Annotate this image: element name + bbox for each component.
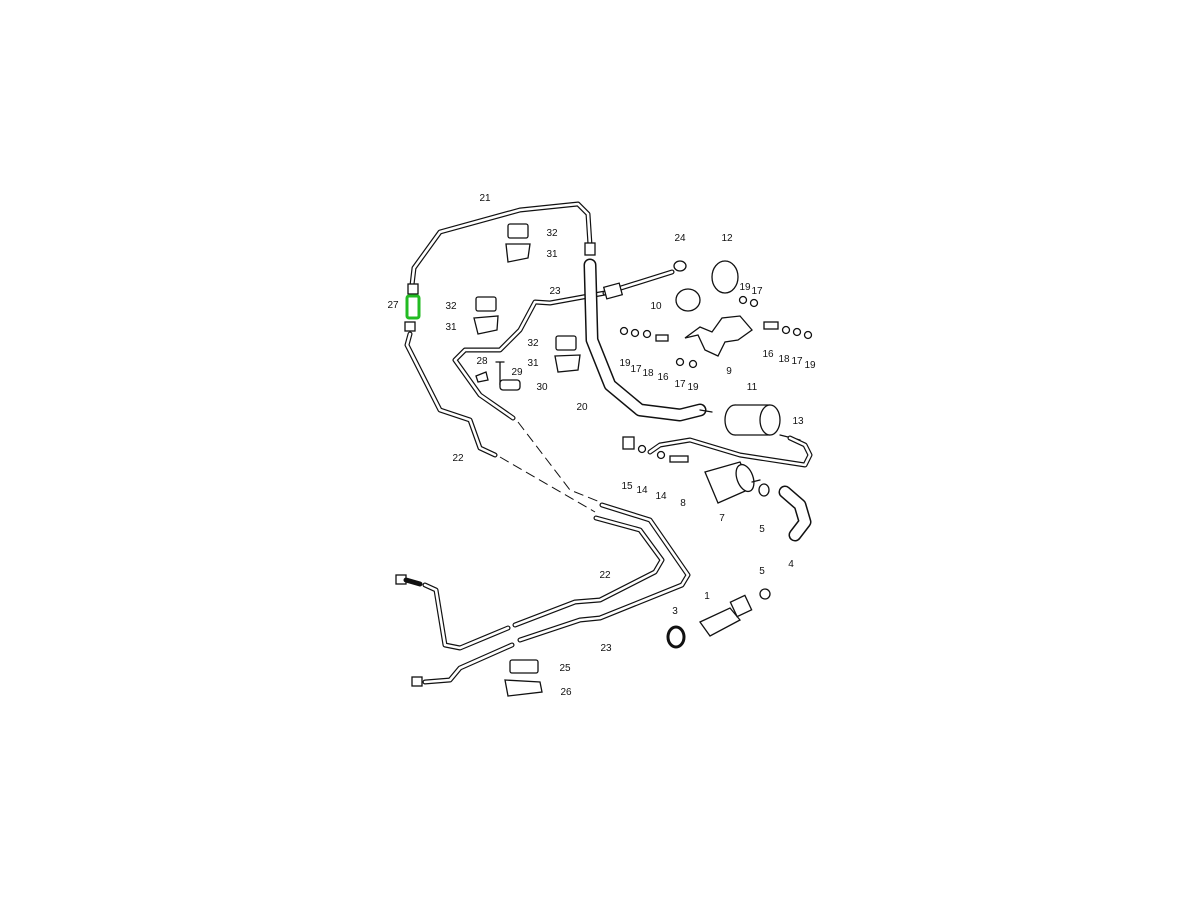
clamp-12[interactable]: [711, 260, 739, 294]
callout-31[interactable]: 31: [546, 249, 558, 260]
callout-28[interactable]: 28: [476, 356, 488, 367]
callout-9[interactable]: 9: [726, 366, 732, 377]
callout-17[interactable]: 17: [674, 379, 686, 390]
fuel-pump-7[interactable]: [704, 461, 761, 504]
callout-19[interactable]: 19: [804, 360, 816, 371]
callout-31[interactable]: 31: [445, 322, 457, 333]
clamp-5[interactable]: [758, 483, 770, 497]
callout-32[interactable]: 32: [527, 338, 539, 349]
small-hardware: [619, 295, 813, 463]
callout-16[interactable]: 16: [762, 349, 774, 360]
callout-18[interactable]: 18: [778, 354, 790, 365]
callout-11[interactable]: 11: [747, 382, 758, 393]
clamp-5b[interactable]: [759, 588, 771, 600]
callout-29[interactable]: 29: [511, 367, 523, 378]
callout-20[interactable]: 20: [576, 402, 588, 413]
callout-31[interactable]: 31: [527, 358, 539, 369]
clip-25[interactable]: [509, 659, 539, 674]
callout-17[interactable]: 17: [791, 356, 803, 367]
callout-21[interactable]: 21: [479, 193, 491, 204]
callout-13[interactable]: 13: [792, 416, 804, 427]
callout-8[interactable]: 8: [680, 498, 686, 509]
callout-5[interactable]: 5: [759, 524, 765, 535]
callout-32[interactable]: 32: [445, 301, 457, 312]
callout-17[interactable]: 17: [630, 364, 642, 375]
callout-30[interactable]: 30: [536, 382, 548, 393]
clip-31[interactable]: [505, 243, 531, 263]
fuel-line-21[interactable]: [407, 201, 596, 295]
callout-12[interactable]: 12: [721, 233, 733, 244]
callout-22[interactable]: 22: [599, 570, 611, 581]
callout-25[interactable]: 25: [559, 663, 571, 674]
callout-14[interactable]: 14: [655, 491, 667, 502]
clamp-24[interactable]: [673, 260, 687, 272]
seal-3[interactable]: [666, 625, 686, 649]
callout-5[interactable]: 5: [759, 566, 765, 577]
callout-14[interactable]: 14: [636, 485, 648, 496]
clip-31c[interactable]: [554, 354, 581, 373]
callout-17[interactable]: 17: [751, 286, 763, 297]
callout-16[interactable]: 16: [657, 372, 669, 383]
callout-24[interactable]: 24: [674, 233, 686, 244]
clamp-10[interactable]: [675, 288, 701, 312]
callout-19[interactable]: 19: [739, 282, 751, 293]
callout-18[interactable]: 18: [642, 368, 654, 379]
fuel-line-13[interactable]: [647, 435, 813, 468]
callout-4[interactable]: 4: [788, 559, 794, 570]
callout-27[interactable]: 27: [387, 300, 399, 311]
callout-3[interactable]: 3: [672, 606, 678, 617]
fuel-line-22[interactable]: [395, 321, 665, 651]
hose-4[interactable]: [778, 485, 812, 542]
clip-26[interactable]: [504, 679, 543, 697]
highlighted-part-27[interactable]: [405, 294, 421, 320]
in-tank-pump-1[interactable]: [699, 594, 753, 637]
callout-22[interactable]: 22: [452, 453, 464, 464]
callout-7[interactable]: 7: [719, 513, 725, 524]
callout-26[interactable]: 26: [560, 687, 572, 698]
clip-32b[interactable]: [475, 296, 497, 312]
callout-23[interactable]: 23: [549, 286, 561, 297]
clip-32[interactable]: [507, 223, 529, 239]
bracket-9[interactable]: [684, 315, 753, 357]
fuel-line-23[interactable]: [411, 269, 691, 687]
callout-32[interactable]: 32: [546, 228, 558, 239]
clip-32c[interactable]: [555, 335, 577, 351]
callout-23[interactable]: 23: [600, 643, 612, 654]
callout-1[interactable]: 1: [704, 591, 710, 602]
clip-30[interactable]: [499, 379, 521, 391]
nut-28[interactable]: [475, 371, 489, 383]
callout-10[interactable]: 10: [650, 301, 662, 312]
clip-31b[interactable]: [473, 315, 499, 335]
callout-19[interactable]: 19: [687, 382, 699, 393]
callout-19[interactable]: 19: [619, 358, 631, 369]
callout-15[interactable]: 15: [621, 481, 633, 492]
fuel-hose-20[interactable]: [583, 258, 713, 422]
fuel-filter-11[interactable]: [724, 404, 801, 441]
